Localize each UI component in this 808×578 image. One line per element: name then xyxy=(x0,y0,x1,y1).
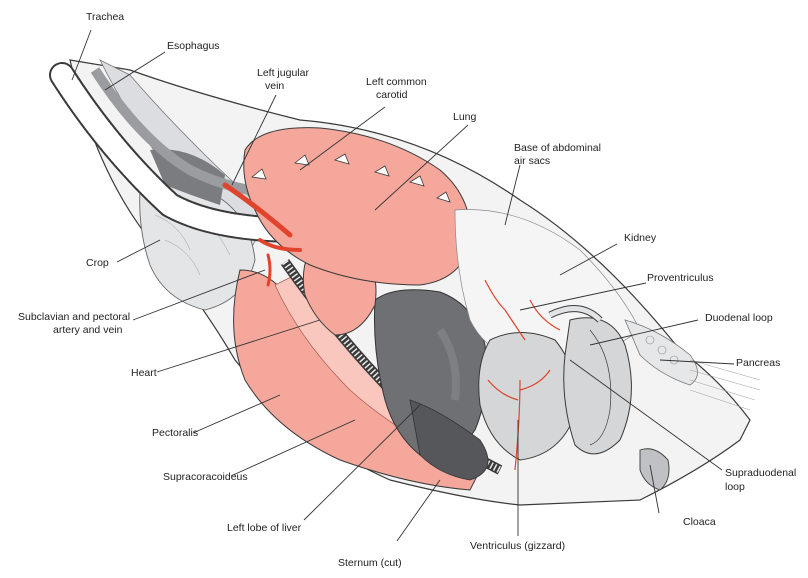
trachea xyxy=(49,62,313,243)
label-pancreas: Pancreas xyxy=(736,357,780,369)
label-left-jugular-vein-1: Left jugular xyxy=(257,67,309,79)
label-proventriculus: Proventriculus xyxy=(647,272,714,284)
label-crop: Crop xyxy=(86,257,109,269)
label-sternum: Sternum (cut) xyxy=(338,557,402,569)
ventriculus xyxy=(478,332,577,461)
label-lung: Lung xyxy=(453,111,477,123)
duodenal-loop xyxy=(563,317,632,455)
label-subclavian-1: Subclavian and pectoral xyxy=(18,311,130,323)
liver-left-lobe xyxy=(373,289,487,457)
label-ventriculus: Ventriculus (gizzard) xyxy=(470,540,565,552)
label-supraduodenal-loop-2: loop xyxy=(725,481,745,493)
label-base-abdominal-air-sacs-1: Base of abdominal xyxy=(514,142,601,154)
label-esophagus: Esophagus xyxy=(167,40,220,52)
liver-lower xyxy=(409,399,489,481)
label-pectoralis: Pectoralis xyxy=(152,427,198,439)
label-subclavian-2: artery and vein xyxy=(53,324,123,336)
abdominal-vessels xyxy=(484,279,561,471)
label-left-lobe-liver: Left lobe of liver xyxy=(227,522,302,534)
neck-shadow xyxy=(150,149,225,205)
label-heart: Heart xyxy=(131,367,157,379)
label-base-abdominal-air-sacs-2: air sacs xyxy=(514,155,550,167)
cloaca xyxy=(639,448,670,491)
leader-lines xyxy=(71,29,735,542)
label-trachea: Trachea xyxy=(86,11,124,23)
label-kidney: Kidney xyxy=(624,232,657,244)
label-cloaca: Cloaca xyxy=(683,516,716,528)
label-supracoracoideus: Supracoracoideus xyxy=(163,471,248,483)
label-left-common-carotid-2: carotid xyxy=(376,89,408,101)
label-left-jugular-vein-2: vein xyxy=(265,80,284,92)
label-duodenal-loop: Duodenal loop xyxy=(705,312,773,324)
label-left-common-carotid-1: Left common xyxy=(366,76,427,88)
pancreas xyxy=(624,319,698,386)
vessels xyxy=(222,182,302,287)
label-supraduodenal-loop-1: Supraduodenal xyxy=(725,467,796,479)
